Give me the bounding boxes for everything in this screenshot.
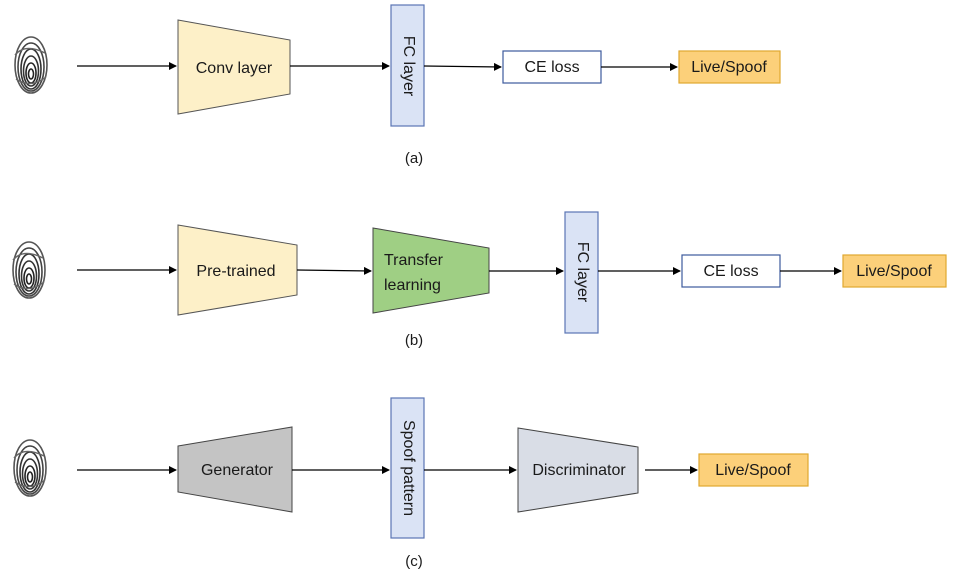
arrow — [296, 266, 372, 275]
fingerprint-icon — [12, 241, 46, 299]
caption-a: (a) — [405, 150, 423, 167]
panel-c: Generator Spoof pattern Discriminator Li… — [13, 397, 809, 570]
spoof-pattern-label: Spoof pattern — [400, 420, 417, 516]
output-box — [678, 50, 781, 84]
output-label: Live/Spoof — [691, 59, 767, 76]
output-box — [698, 453, 809, 487]
caption-b: (b) — [405, 332, 423, 349]
panel-b: Pre-trained Transfer learning FC layer C… — [12, 211, 947, 349]
ce-loss-box — [681, 254, 781, 288]
discriminator-block — [517, 427, 639, 513]
discriminator-label: Discriminator — [532, 462, 626, 479]
output-label: Live/Spoof — [856, 263, 932, 280]
fingerprint-icon — [14, 36, 48, 94]
output-label: Live/Spoof — [715, 462, 791, 479]
transfer-label-line1: Transfer — [384, 252, 444, 269]
pretrained-block — [177, 224, 298, 316]
fc-layer-block — [390, 4, 425, 127]
caption-c: (c) — [405, 553, 423, 570]
spoof-pattern-block — [390, 397, 425, 539]
generator-label: Generator — [201, 462, 274, 479]
conv-layer-block — [177, 19, 291, 115]
output-box — [842, 254, 947, 288]
fc-layer-label: FC layer — [400, 36, 417, 97]
arrow — [423, 62, 502, 71]
transfer-label-line2: learning — [384, 277, 441, 294]
transfer-learning-block — [372, 227, 490, 314]
generator-block — [177, 426, 293, 513]
fc-layer-block — [564, 211, 599, 334]
conv-layer-label: Conv layer — [196, 60, 273, 77]
ce-loss-label: CE loss — [524, 59, 579, 76]
ce-loss-label: CE loss — [703, 263, 758, 280]
panel-a: Conv layer FC layer CE loss Live/Spoof (… — [14, 4, 781, 167]
fingerprint-icon — [13, 439, 47, 497]
pretrained-label: Pre-trained — [196, 263, 275, 280]
fc-layer-label: FC layer — [574, 242, 591, 303]
